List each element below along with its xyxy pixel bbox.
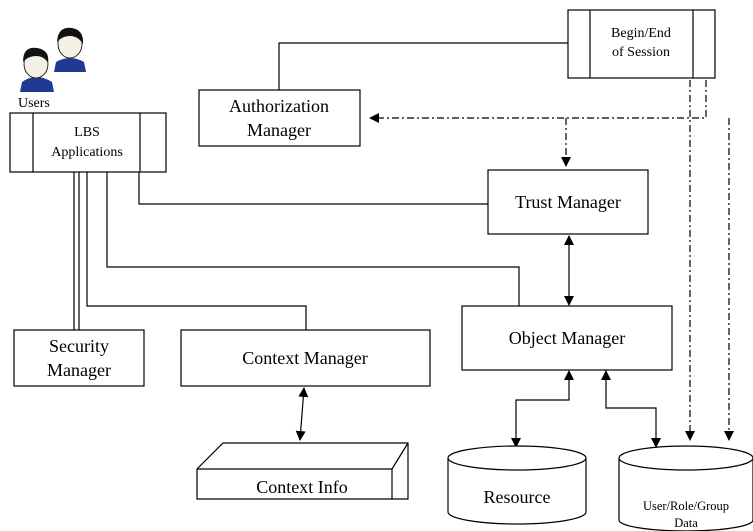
session-label-1: Begin/End <box>611 26 671 41</box>
lbs-to-trust-line <box>138 172 488 205</box>
object-userdata-arrow <box>601 370 661 448</box>
auth-label-2: Manager <box>247 120 311 140</box>
lbs-applications-box: LBS Applications <box>9 112 167 173</box>
lbs-label-1: LBS <box>74 125 100 140</box>
session-to-auth-line <box>278 42 568 90</box>
contextmgr-contextinfo-arrow <box>295 387 309 441</box>
resource-label: Resource <box>484 487 551 507</box>
security-label-1: Security <box>49 336 109 356</box>
security-label-2: Manager <box>47 360 111 380</box>
trust-label: Trust Manager <box>515 192 621 212</box>
trust-manager-box: Trust Manager <box>487 169 649 235</box>
context-info-box: Context Info <box>196 442 409 500</box>
users-label: Users <box>18 96 50 111</box>
authorization-manager-box: Authorization Manager <box>198 89 361 147</box>
session-label-2: of Session <box>612 45 670 60</box>
lbs-to-object-line <box>106 172 520 306</box>
user-role-group-database: User/Role/Group Data <box>618 445 753 531</box>
users-icon <box>20 27 86 92</box>
context-manager-box: Context Manager <box>180 329 431 387</box>
object-label: Object Manager <box>509 328 625 348</box>
lbs-to-context-line <box>86 172 307 330</box>
context-info-label: Context Info <box>256 477 348 497</box>
connectors <box>73 42 734 448</box>
resource-database: Resource <box>447 445 587 525</box>
context-manager-label: Context Manager <box>242 348 367 368</box>
userdata-label-1: User/Role/Group <box>643 499 729 513</box>
session-box: Begin/End of Session <box>567 9 716 79</box>
lbs-label-2: Applications <box>51 145 123 160</box>
userdata-label-2: Data <box>674 516 698 530</box>
auth-label-1: Authorization <box>229 96 329 116</box>
object-resource-arrow <box>511 370 574 448</box>
security-manager-box: Security Manager <box>13 329 145 387</box>
session-to-auth-dashed <box>369 80 707 123</box>
object-manager-box: Object Manager <box>461 305 673 371</box>
